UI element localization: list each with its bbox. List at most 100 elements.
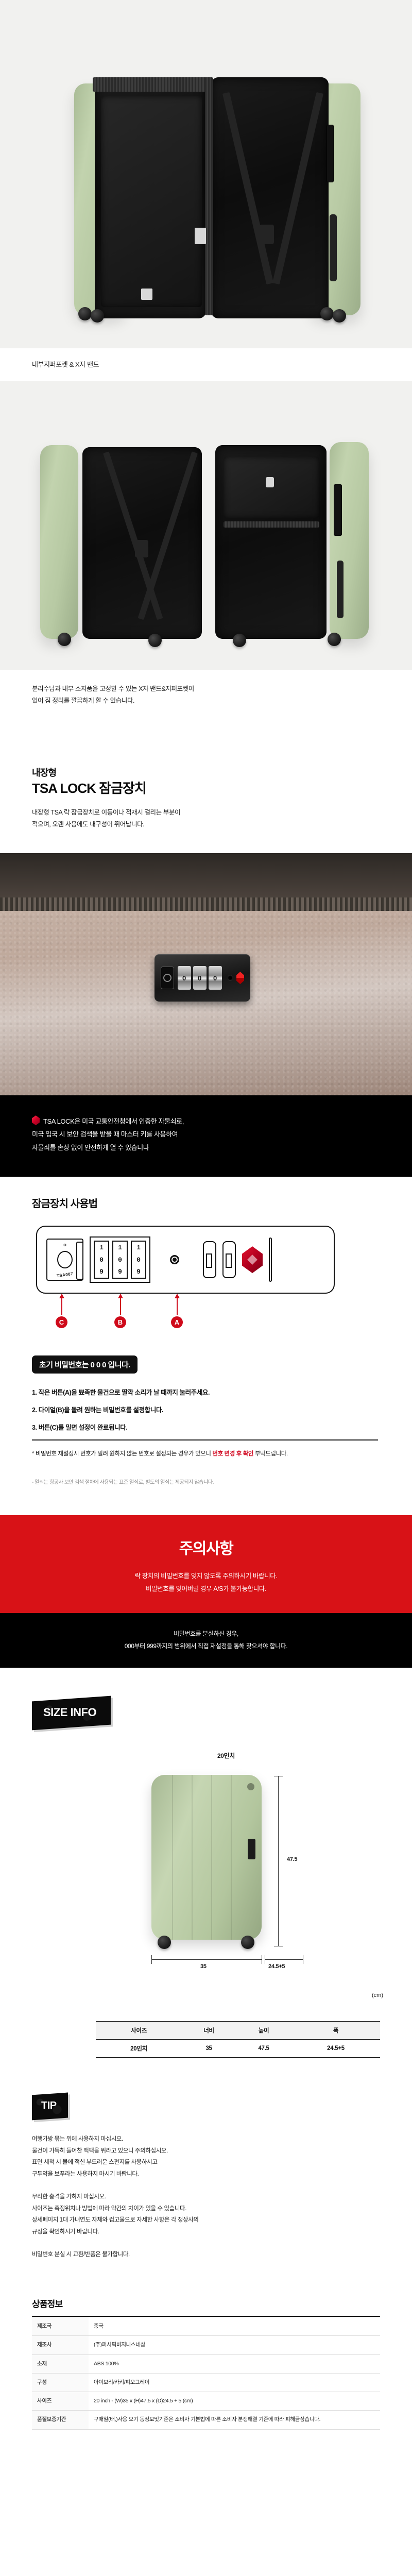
size-col-size: 사이즈 xyxy=(96,2021,182,2040)
size-table-row: 20인치 35 47.5 24.5+5 xyxy=(96,2039,380,2058)
size-info-tag: SIZE INFO xyxy=(32,1696,111,1731)
dial2-mid: 0 xyxy=(118,1256,122,1264)
tsa-dial-3: 0 xyxy=(208,966,222,990)
tsa-keyhole xyxy=(161,967,174,990)
wheel-back-right xyxy=(333,309,346,323)
size-unit-label: (cm) xyxy=(372,1992,383,1999)
lock-dial-col-1: 1 0 9 xyxy=(94,1241,109,1279)
tip-line-5 xyxy=(32,2180,412,2191)
pi-label-maker: 제조사 xyxy=(32,2335,89,2355)
interior-description-band: 분리수납과 내부 소지품을 고정할 수 있는 X자 밴드&지퍼포켓이 있어 짐 … xyxy=(0,669,412,720)
pi-value-warranty: 구매일(배,)사용 오기 동정보및기준은 소비자 기본법에 따른 소비자 분쟁해… xyxy=(94,2416,321,2423)
dial3-mid: 0 xyxy=(136,1256,141,1264)
lock-reset-button-a xyxy=(170,1255,179,1265)
product-info-top-rule xyxy=(32,2315,380,2317)
steps-divider xyxy=(32,1439,378,1441)
callout-badge-c: C xyxy=(56,1316,67,1329)
tip-line-9: 규정을 확인하시기 바랍니다. xyxy=(32,2228,99,2235)
lock-slide-tab-c xyxy=(76,1242,83,1280)
tip-tag-label: TIP xyxy=(41,2100,57,2112)
wheel-2-midright xyxy=(233,633,246,647)
tip-tag: TIP xyxy=(32,2092,68,2121)
product-info-title: 상품정보 xyxy=(32,2299,63,2309)
tsa-heading-small: 내장형 xyxy=(32,767,57,778)
tip-line-3: 표면 세척 시 물에 적신 부드러운 스펀지를 사용하시고 xyxy=(32,2159,158,2166)
size-cell-height: 47.5 xyxy=(236,2039,292,2058)
tsa-reset-pin xyxy=(227,975,233,981)
dim-height-line xyxy=(278,1776,279,1946)
warning-black-line-1: 비밀번호를 분실하신 경우, xyxy=(174,1630,238,1638)
tsa-dial-1: 0 xyxy=(177,966,191,990)
initial-password-badge: 초기 비밀번호는 0 0 0 입니다. xyxy=(32,1355,138,1374)
zipper-left xyxy=(93,77,210,92)
lock-howto-title: 잠금장치 사용법 xyxy=(32,1198,98,1210)
interior-desc-line-1: 분리수납과 내부 소지품을 고정할 수 있는 X자 밴드&지퍼포켓이 xyxy=(32,685,194,692)
lock-howto-section: 잠금장치 사용법 TSA007 1 0 9 1 0 9 xyxy=(0,1177,412,1486)
tsa-heading-large: TSA LOCK 잠금장치 xyxy=(32,781,147,796)
product-info-row: 사이즈 20 inch - (W)35 x (H)47.5 x (D)24.5 … xyxy=(32,2392,380,2411)
dial2-bot: 9 xyxy=(118,1267,122,1276)
pi-label-size: 사이즈 xyxy=(32,2392,89,2411)
tip-line-1: 여행가방 묶는 위에 사용하지 마십시오. xyxy=(32,2136,123,2143)
tip-line-11: 비밀번호 분실 시 교환/반품은 불가합니다. xyxy=(32,2251,130,2258)
dial1-bot: 9 xyxy=(99,1267,104,1276)
warning-black-line-2: 000부터 999까지의 범위에서 직접 재설정을 통해 찾으셔야 합니다. xyxy=(124,1642,288,1650)
size-col-height: 높이 xyxy=(236,2021,292,2040)
tip-line-4: 구두약을 보푸라는 사용하지 마시기 바랍니다. xyxy=(32,2171,139,2177)
callout-arrow-c-icon xyxy=(59,1294,64,1299)
tip-line-6: 무리한 충격을 가하지 마십시오. xyxy=(32,2194,106,2200)
dim-depth-line xyxy=(265,1959,303,1960)
size-col-depth: 폭 xyxy=(291,2021,380,2040)
front-lock-icon xyxy=(248,1839,255,1860)
side-handle xyxy=(330,214,337,281)
tsa-logo-diagram-icon xyxy=(242,1246,263,1274)
pi-value-material: ABS 100% xyxy=(94,2360,119,2367)
size-wheel-right xyxy=(241,1936,254,1950)
callout-a: A xyxy=(171,1294,183,1329)
size-table-header-row: 사이즈 너비 높이 폭 xyxy=(96,2021,380,2040)
suitcase-shell-right-2 xyxy=(330,442,369,639)
callout-stem-a xyxy=(176,1298,178,1315)
shell-ridge-4 xyxy=(231,1775,232,1940)
size-wheel-left xyxy=(158,1936,171,1950)
keyhole-ring-icon xyxy=(57,1251,73,1269)
tsa007-label: TSA007 xyxy=(56,1271,74,1279)
interior-photo-top xyxy=(0,0,412,348)
top-dark-strip xyxy=(0,853,412,898)
pi-label-composition: 구성 xyxy=(32,2373,89,2392)
wheel-2-left xyxy=(58,632,71,646)
zipper-center xyxy=(205,77,213,315)
warning-line-1: 락 장치의 비밀번호를 잊지 않도록 주의하시기 바랍니다. xyxy=(134,1572,278,1580)
size-cell-depth: 24.5+5 xyxy=(291,2039,380,2058)
interior-photo-second xyxy=(0,381,412,670)
shell-ridge-2 xyxy=(192,1775,193,1940)
tip-section: TIP 여행가방 묶는 위에 사용하지 마십시오. 물건이 가득히 들어찬 백팩… xyxy=(0,2058,412,2261)
lock-step-2: 2. 다이얼(B)을 돌려 원하는 비밀번호를 설정합니다. xyxy=(32,1406,164,1414)
product-info-row: 구성 아이보리/카키/피오그레이 xyxy=(32,2373,380,2392)
dial1-mid: 0 xyxy=(99,1256,104,1264)
callout-c: C xyxy=(56,1294,67,1329)
note-highlight: 번호 변경 후 확인 xyxy=(212,1451,254,1458)
warning-black-band: 비밀번호를 분실하신 경우, 000부터 999까지의 범위에서 직접 재설정을… xyxy=(0,1613,412,1668)
tsa-lock-closeup-photo: 0 0 0 xyxy=(0,853,412,1096)
tip-line-7: 사이즈는 측정위치나 방법에 따라 약간의 차이가 있을 수 있습니다. xyxy=(32,2205,187,2212)
dial3-bot: 9 xyxy=(136,1267,141,1276)
product-info-row: 품질보증기간 구매일(배,)사용 오기 동정보및기준은 소비자 기본법에 따른 … xyxy=(32,2410,380,2430)
front-logo-dot-icon xyxy=(247,1783,254,1791)
interior-caption-text: 내부지퍼포켓 & X자 밴드 xyxy=(32,361,99,368)
tsa-dial-group: 0 0 0 xyxy=(177,966,222,990)
tsa-info-line-1: TSA LOCK은 미국 교통안전청에서 인증한 자물쇠로, xyxy=(32,1115,412,1128)
x-band-buckle xyxy=(260,225,274,244)
password-reset-note: * 비밀번호 재설정시 번호가 밀려 원하지 않는 번호로 설정되는 경우가 있… xyxy=(32,1449,378,1459)
tip-line-10 xyxy=(32,2238,412,2249)
size-table: 사이즈 너비 높이 폭 20인치 35 47.5 24.5+5 xyxy=(96,2021,380,2058)
zipper-track xyxy=(0,897,412,911)
size-product-label: 20인치 xyxy=(217,1752,235,1760)
lock-step-3: 3. 버튼(C)를 밀면 설정이 완료됩니다. xyxy=(32,1424,128,1432)
tsa-lock-side xyxy=(327,125,334,182)
wheel-back-left xyxy=(91,309,104,323)
callout-b: B xyxy=(114,1294,126,1329)
dim-depth-value: 24.5+5 xyxy=(267,1963,287,1970)
pi-label-warranty: 품질보증기간 xyxy=(32,2410,89,2430)
shell-ridge-1 xyxy=(172,1775,173,1940)
